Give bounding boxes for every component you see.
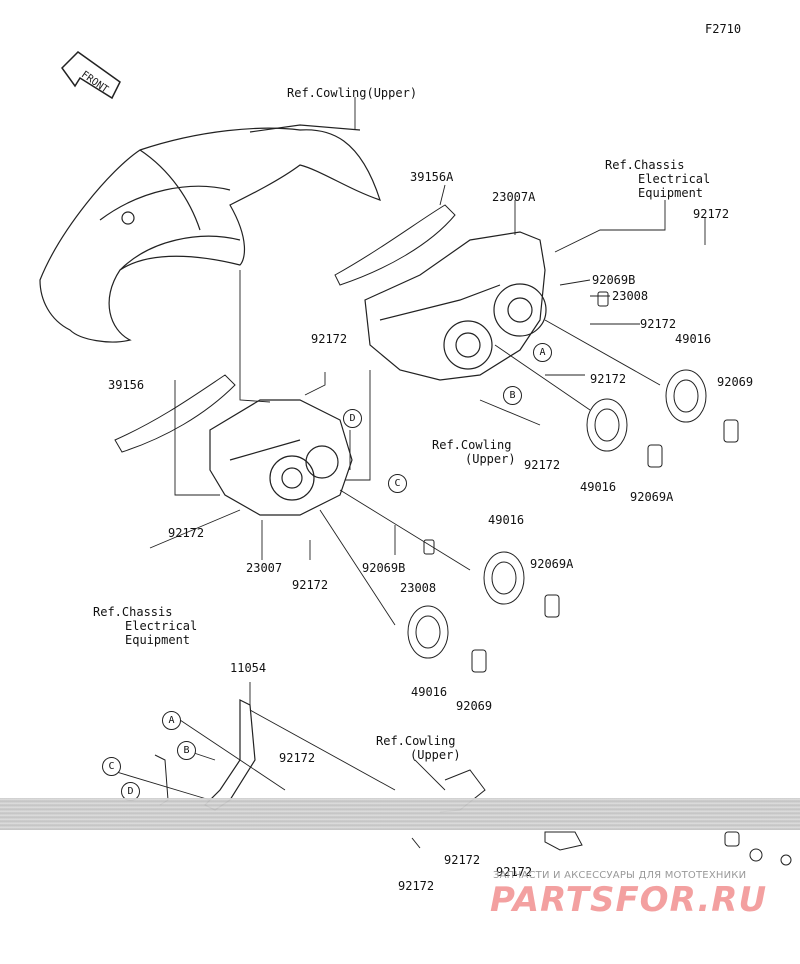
part-number-92172-b1: 92172 xyxy=(279,751,316,765)
ref-chassis-left-line3: Equipment xyxy=(125,633,191,647)
front-direction-arrow: FRONT xyxy=(61,51,121,100)
duct-39156a-drawing xyxy=(334,204,456,286)
part-number-49016-r1: 49016 xyxy=(675,332,712,346)
bottom-hardware-drawing xyxy=(411,831,792,866)
ref-chassis-right-line2: Electrical xyxy=(638,172,711,186)
part-number-23008-left: 23008 xyxy=(400,581,437,595)
ref-chassis-left-line1: Ref.Chassis xyxy=(93,605,173,619)
part-number-92172-b4: 92172 xyxy=(398,879,435,893)
headlight-assembly-right-drawing xyxy=(364,231,547,381)
callout-b-bracket: B xyxy=(177,741,196,760)
part-number-92172-r1: 92172 xyxy=(693,207,730,221)
callout-d-left: D xyxy=(343,409,362,428)
part-number-92172-b3: 92172 xyxy=(496,865,533,879)
part-number-39156a: 39156A xyxy=(410,170,454,184)
part-number-49016-l2: 49016 xyxy=(411,685,448,699)
part-number-92172-r2: 92172 xyxy=(640,317,677,331)
part-number-39156: 39156 xyxy=(108,378,145,392)
watermark-subtitle: ЗАПЧАСТИ И АКСЕССУАРЫ ДЛЯ МОТОТЕХНИКИ xyxy=(493,870,747,881)
part-number-23007: 23007 xyxy=(246,561,283,575)
part-number-92069b-left: 92069B xyxy=(362,561,406,575)
part-number-92172-b2: 92172 xyxy=(444,853,481,867)
ref-cowling-upper-top-label: Ref.Cowling(Upper) xyxy=(287,86,418,100)
rubber-cap-49016-drawing xyxy=(407,369,707,659)
ref-chassis-right-line3: Equipment xyxy=(638,186,704,200)
scan-noise-band xyxy=(0,798,800,830)
part-number-92069b-right: 92069B xyxy=(592,273,636,287)
bulb-drawing xyxy=(423,291,739,673)
ref-chassis-right-line1: Ref.Chassis xyxy=(605,158,685,172)
leader-lines xyxy=(109,97,706,801)
ref-chassis-left-line2: Electrical xyxy=(125,619,198,633)
figure-id: F2710 xyxy=(705,22,742,36)
callout-c-bracket: C xyxy=(102,757,121,776)
callout-a-right: A xyxy=(533,343,552,362)
part-number-92172-left: 92172 xyxy=(168,526,205,540)
headlight-assembly-left-drawing xyxy=(209,399,353,516)
part-number-49016-r2: 49016 xyxy=(580,480,617,494)
part-number-92172-left2: 92172 xyxy=(292,578,329,592)
part-number-49016-l1: 49016 xyxy=(488,513,525,527)
part-number-23008-right: 23008 xyxy=(612,289,649,303)
upper-cowling-drawing xyxy=(39,124,381,343)
bracket-11054-drawing xyxy=(203,699,256,811)
part-number-23007a: 23007A xyxy=(492,190,536,204)
part-number-92069-left: 92069 xyxy=(456,699,493,713)
callout-c-left: C xyxy=(388,474,407,493)
callout-b-right: B xyxy=(503,386,522,405)
ref-cowling-mid-line2: (Upper) xyxy=(465,452,516,466)
duct-39156-drawing xyxy=(114,374,236,453)
watermark-brand: PARTSFOR.RU xyxy=(490,880,768,920)
part-number-92069a-left: 92069A xyxy=(530,557,574,571)
part-number-92069a-right: 92069A xyxy=(630,490,674,504)
ref-cowling-mid-line1: Ref.Cowling xyxy=(432,438,512,452)
ref-cowling-bottom-line2: (Upper) xyxy=(410,748,461,762)
part-number-92172-center: 92172 xyxy=(311,332,348,346)
part-number-92069-right: 92069 xyxy=(717,375,754,389)
part-number-92172-mid: 92172 xyxy=(524,458,561,472)
callout-a-bracket: A xyxy=(162,711,181,730)
ref-cowling-bottom-line1: Ref.Cowling xyxy=(376,734,456,748)
part-number-11054: 11054 xyxy=(230,661,267,675)
part-number-92172-r3: 92172 xyxy=(590,372,627,386)
